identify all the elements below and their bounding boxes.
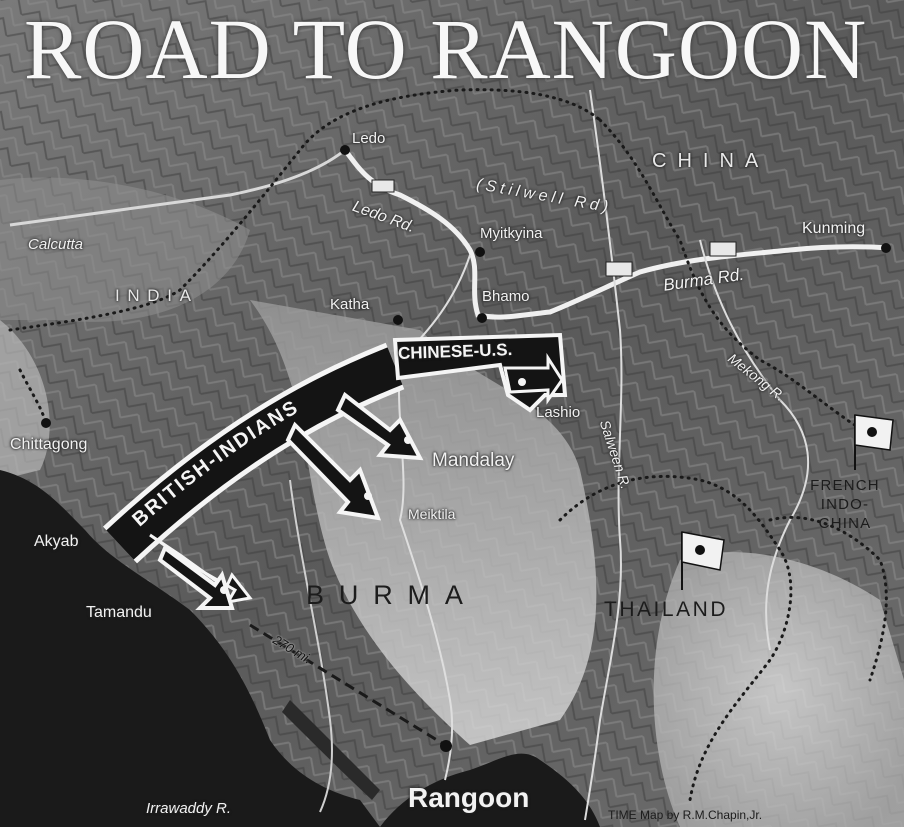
label-lashio: Lashio	[536, 404, 581, 421]
calcutta-road	[9, 148, 346, 227]
irrawaddy-river	[397, 254, 471, 781]
bhamo-marker	[477, 313, 487, 323]
ledo-burma-road	[342, 148, 891, 320]
katha-marker	[393, 315, 403, 325]
label-katha: Katha	[330, 296, 370, 313]
gulf-of-martaban	[380, 753, 600, 827]
label-french-line-3: CHINA	[818, 515, 872, 532]
label-akyab: Akyab	[34, 533, 79, 550]
india-plain	[0, 177, 250, 322]
indochina-flag-icon	[854, 414, 894, 470]
label-china: CHINA	[652, 150, 770, 172]
mekong-river	[699, 239, 810, 651]
label-myitkyina: Myitkyina	[480, 225, 543, 242]
myitkyina-marker	[475, 247, 485, 257]
label-chittagong: Chittagong	[10, 436, 88, 453]
label-thailand: THAILAND	[604, 598, 729, 621]
burma-thailand-frontier	[558, 474, 793, 802]
map-credit: TIME Map by R.M.Chapin,Jr.	[608, 808, 763, 822]
chittagong-rail	[18, 368, 47, 422]
label-irrawaddy: Irrawaddy R.	[146, 800, 232, 817]
indochina-frontier	[768, 515, 888, 682]
india-burma-frontier	[8, 88, 602, 332]
label-mandalay: Mandalay	[432, 450, 515, 471]
label-bhamo: Bhamo	[482, 288, 530, 305]
rangoon-marker	[440, 740, 452, 752]
kunming-marker	[881, 243, 891, 253]
china-burma-frontier	[598, 118, 882, 442]
label-tamandu: Tamandu	[86, 604, 152, 621]
label-calcutta: Calcutta	[28, 236, 84, 253]
salween-river	[584, 89, 623, 821]
chinese-us-arrow	[392, 332, 568, 413]
label-ledo: Ledo	[352, 130, 386, 147]
label-meiktila: Meiktila	[408, 506, 456, 522]
bay-of-bengal	[0, 470, 380, 827]
label-burma: BURMA	[306, 580, 478, 610]
truck-icon	[709, 241, 737, 257]
label-french-line-2: INDO-	[820, 496, 870, 513]
label-french-indochina: FRENCH INDO- CHINA	[800, 476, 890, 533]
truck-icon	[605, 261, 633, 277]
thailand-flag-icon	[681, 531, 725, 590]
label-rangoon: Rangoon	[408, 782, 530, 813]
chindwin-river	[289, 479, 333, 813]
distance-line	[249, 623, 446, 747]
chittagong-marker	[41, 418, 51, 428]
truck-icon	[371, 179, 395, 193]
label-india: INDIA	[115, 286, 199, 305]
thailand-plain	[653, 552, 904, 827]
bengal-coast-land	[0, 320, 50, 480]
map-title: ROAD TO RANGOON	[24, 1, 868, 97]
chinese-us-label: CHINESE-U.S.	[397, 340, 513, 363]
label-french-line-1: FRENCH	[810, 477, 880, 494]
label-kunming: Kunming	[802, 220, 866, 237]
ledo-marker	[340, 145, 350, 155]
